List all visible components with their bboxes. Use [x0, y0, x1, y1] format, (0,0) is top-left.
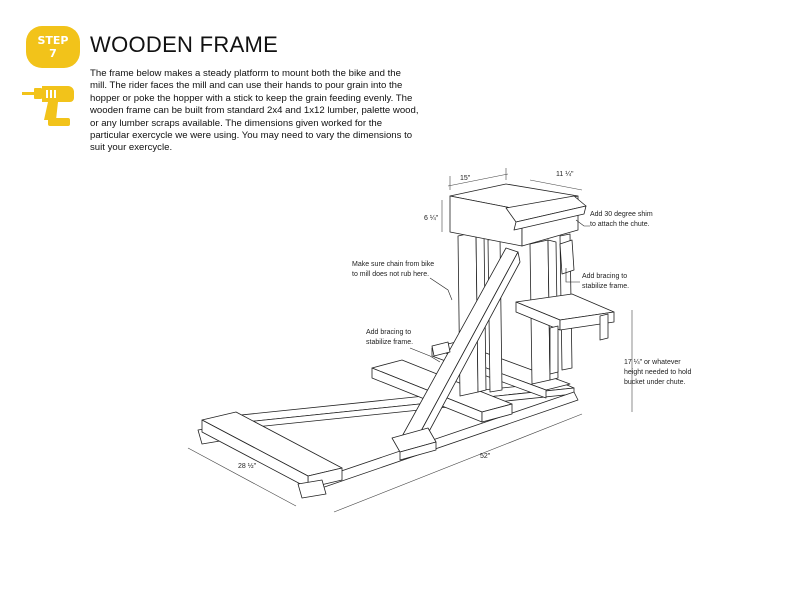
dim-28-5: 28 ½": [238, 462, 257, 470]
note-brace-right-line2: stabilize frame.: [582, 283, 629, 290]
dim-17-25-line3: bucket under chute.: [624, 379, 686, 386]
note-chain-line2: to mill does not rub here.: [352, 271, 429, 278]
dim-15: 15": [460, 175, 471, 182]
note-brace-right-line1: Add bracing to: [582, 273, 627, 280]
step-number: 7: [49, 47, 57, 60]
drill-icon: [22, 86, 74, 126]
dim-6-25: 6 ¼": [424, 215, 439, 222]
dim-11-25: 11 ¼": [556, 171, 574, 178]
note-shim-line2: to attach the chute.: [590, 221, 650, 228]
dim-52: 52": [480, 453, 491, 460]
note-brace-left-line1: Add bracing to: [366, 329, 411, 336]
dim-17-25-line2: height needed to hold: [624, 369, 691, 376]
note-brace-left-line2: stabilize frame.: [366, 339, 413, 346]
step-badge: STEP 7: [26, 26, 80, 68]
intro-paragraph: The frame below makes a steady platform …: [90, 68, 419, 154]
page-title: WOODEN FRAME: [90, 32, 279, 57]
note-chain-line1: Make sure chain from bike: [352, 261, 434, 268]
step-label: STEP: [37, 34, 69, 47]
dim-17-25-line1: 17 ¼" or whatever: [624, 359, 681, 366]
note-shim-line1: Add 30 degree shim: [590, 211, 653, 218]
